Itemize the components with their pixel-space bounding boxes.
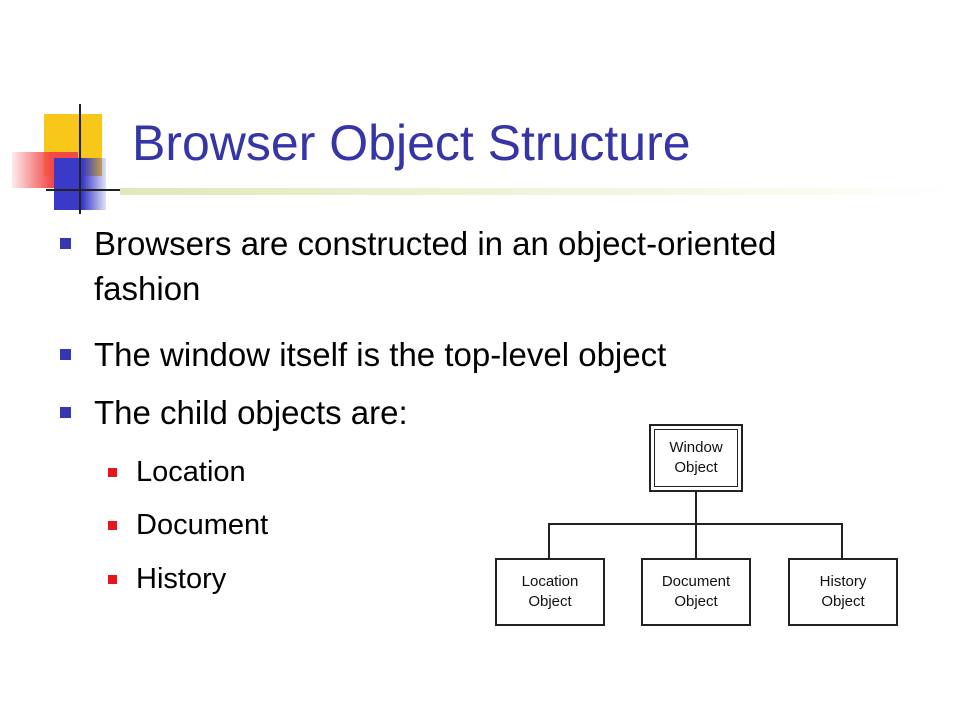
bullet-text: The window itself is the top-level objec…	[94, 336, 667, 373]
bullet-text: Browsers are constructed in an object-or…	[94, 225, 777, 307]
node-label-line2: Object	[821, 593, 865, 610]
sub-bullet-marker-icon	[108, 468, 117, 477]
sub-bullet-text: Location	[136, 456, 246, 488]
location-object-node: Location Object	[495, 558, 605, 626]
bullet-marker-icon	[60, 238, 71, 249]
node-label-line1: Window	[669, 439, 723, 456]
node-label-line1: Document	[661, 573, 731, 590]
node-label-line2: Object	[674, 593, 718, 610]
bullet-item: Browsers are constructed in an object-or…	[60, 221, 854, 311]
title-underline	[120, 188, 960, 195]
connector-document	[695, 523, 697, 558]
sub-bullet-item: Location	[108, 452, 246, 492]
slide-title: Browser Object Structure	[132, 115, 691, 171]
node-label-line2: Object	[674, 459, 718, 476]
history-object-node: History Object	[788, 558, 898, 626]
sub-bullet-item: History	[108, 559, 227, 599]
node-label-line2: Object	[528, 593, 572, 610]
sub-bullet-item: Document	[108, 505, 269, 545]
connector-history	[841, 523, 843, 558]
connector-root-down	[695, 492, 697, 524]
document-object-node: Document Object	[641, 558, 751, 626]
sub-bullet-marker-icon	[108, 575, 117, 584]
node-label-line1: Location	[521, 573, 579, 590]
sub-bullet-text: Document	[136, 509, 269, 541]
sub-bullet-text: History	[136, 563, 227, 595]
bullet-marker-icon	[60, 349, 71, 360]
bullet-marker-icon	[60, 407, 71, 418]
connector-location	[548, 523, 550, 558]
bullet-item: The child objects are:	[60, 390, 594, 435]
window-object-inner-border	[654, 429, 738, 487]
decor-horizontal-line	[46, 189, 132, 191]
bullet-item: The window itself is the top-level objec…	[60, 332, 854, 377]
node-label-line1: History	[819, 573, 867, 590]
sub-bullet-marker-icon	[108, 521, 117, 530]
bullet-text: The child objects are:	[94, 394, 408, 431]
window-object-node: Window Object	[649, 424, 743, 492]
decor-vertical-line	[79, 104, 81, 214]
